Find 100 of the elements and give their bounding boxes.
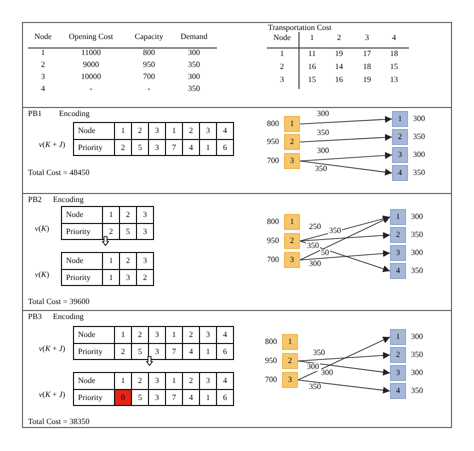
table-cell: 6 xyxy=(216,139,233,155)
customer-box xyxy=(390,209,406,225)
node-number: 3 xyxy=(396,249,400,257)
table-text: 350 xyxy=(188,61,200,69)
table-text: 350 xyxy=(188,85,200,93)
arrow xyxy=(300,215,390,242)
table-text: 11 xyxy=(308,50,316,58)
table-text: 1 xyxy=(41,49,45,57)
capacity-value: 950 xyxy=(265,357,277,365)
demand-value: 300 xyxy=(413,115,425,123)
node-number: 2 xyxy=(290,237,294,245)
section-heading: Encoding xyxy=(59,110,90,118)
total-cost-text: Total Cost = 38350 xyxy=(28,418,90,426)
facility-box xyxy=(284,233,300,249)
row-header: Priority xyxy=(74,389,114,405)
table-cell: 6 xyxy=(216,389,233,405)
capacity-value: 700 xyxy=(267,256,279,264)
table-text: 3 xyxy=(41,73,45,81)
table-text: 18 xyxy=(390,50,398,58)
table-text: 4 xyxy=(41,85,45,93)
row-header: Priority xyxy=(62,269,102,285)
arrow xyxy=(298,352,390,362)
arrow xyxy=(300,116,392,124)
customer-box xyxy=(392,165,408,181)
column-header: 3 xyxy=(365,34,369,42)
table-text: 300 xyxy=(188,49,200,57)
table-cell: 4 xyxy=(182,139,199,155)
facility-box xyxy=(284,153,300,169)
table-cell: 5 xyxy=(131,343,148,359)
arrow xyxy=(300,152,392,162)
node-number: 4 xyxy=(396,267,400,275)
customer-box xyxy=(390,227,406,243)
facility-box xyxy=(282,334,298,350)
node-number: 3 xyxy=(290,157,294,165)
edge-label: 300 xyxy=(308,260,322,268)
table-text: 15 xyxy=(308,76,316,84)
capacity-value: 800 xyxy=(267,120,279,128)
column-header: 2 xyxy=(337,34,341,42)
node-number: 1 xyxy=(288,338,292,346)
node-number: 4 xyxy=(398,169,402,177)
table-text: 950 xyxy=(143,61,155,69)
customer-box xyxy=(390,263,406,279)
customer-box xyxy=(390,383,406,399)
table-text: 19 xyxy=(335,50,343,58)
table-text: 14 xyxy=(335,63,343,71)
vector-label: v(K) xyxy=(34,225,50,233)
facility-box xyxy=(284,134,300,150)
facility-box xyxy=(284,214,300,230)
table-cell: 3 xyxy=(148,389,165,405)
node-number: 1 xyxy=(396,213,400,221)
capacity-value: 700 xyxy=(267,157,279,165)
edge-label: 250 xyxy=(308,223,322,231)
table-cell: 2 xyxy=(114,139,131,155)
node-number: 1 xyxy=(398,115,402,123)
table-cell: 7 xyxy=(165,139,182,155)
customer-box xyxy=(390,365,406,381)
panel-title: PB3 xyxy=(28,313,42,321)
table-cell: 2 xyxy=(102,223,119,239)
table-text: 11000 xyxy=(81,49,101,57)
section-heading: Encoding xyxy=(53,196,84,204)
table-cell: 7 xyxy=(165,389,182,405)
arrow xyxy=(300,216,390,260)
table-text: 16 xyxy=(308,63,316,71)
table-cell: 1 xyxy=(199,389,216,405)
vector-label: v(K + J) xyxy=(38,345,66,353)
panel-title: PB1 xyxy=(28,110,42,118)
table-text: 3 xyxy=(280,76,284,84)
table-cell: 3 xyxy=(119,269,136,285)
column-header: Capacity xyxy=(134,33,164,41)
node-number: 2 xyxy=(290,138,294,146)
node-number: 2 xyxy=(396,231,400,239)
table-text: 800 xyxy=(143,49,155,57)
node-number: 4 xyxy=(396,387,400,395)
vector-label: v(K) xyxy=(34,271,50,279)
vector-label: v(K + J) xyxy=(38,141,66,149)
facility-box xyxy=(282,353,298,369)
total-cost-text: Total Cost = 48450 xyxy=(28,169,90,177)
node-number: 3 xyxy=(290,256,294,264)
facility-box xyxy=(284,116,300,132)
arrow xyxy=(298,360,390,376)
node-number: 3 xyxy=(398,151,402,159)
edge-label: 300 xyxy=(316,147,330,155)
table-cell: 5 xyxy=(119,223,136,239)
column-header: Node xyxy=(34,33,52,41)
edge-label: 350 xyxy=(308,383,322,391)
arrow xyxy=(298,336,390,380)
vector-label: v(K + J) xyxy=(38,391,66,399)
table-cell: 7 xyxy=(165,343,182,359)
column-header: Node xyxy=(273,34,291,42)
edge-label: 350 xyxy=(312,349,326,357)
node-number: 2 xyxy=(396,351,400,359)
row-header: Priority xyxy=(62,223,102,239)
edge-label: 300 xyxy=(320,369,334,377)
edge-label: 300 xyxy=(316,110,330,118)
node-number: 1 xyxy=(290,218,294,226)
arrow xyxy=(298,380,390,394)
capacity-value: 800 xyxy=(267,218,279,226)
facility-box xyxy=(284,252,300,268)
table-cell: 0 xyxy=(114,389,131,405)
node-number: 1 xyxy=(396,333,400,341)
